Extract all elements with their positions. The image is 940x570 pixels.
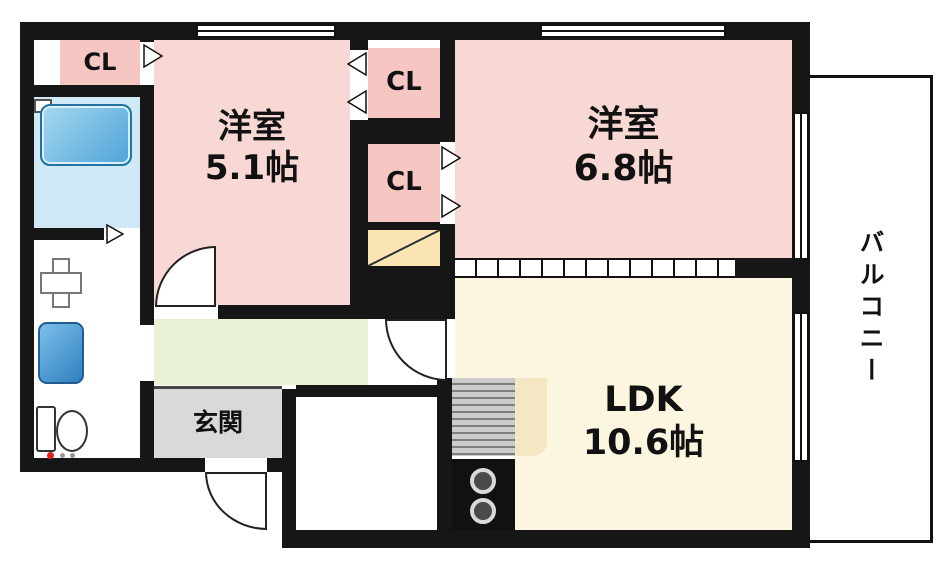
wall (282, 530, 810, 548)
room-name: 洋室 (218, 106, 286, 147)
door-arc (205, 472, 267, 530)
door-swing-arrow-icon (347, 52, 367, 76)
wall (368, 222, 440, 230)
wall (792, 22, 810, 548)
wall-opening (140, 325, 154, 381)
shoe-cabinet-diagonal (367, 229, 441, 267)
closet-top-left-label: CL (60, 40, 140, 85)
door-swing-arrow-icon (441, 194, 461, 218)
kitchen-worktop (515, 378, 547, 456)
shoe-cabinet (367, 229, 441, 267)
room-name: LDK (604, 380, 683, 421)
washing-machine-icon (38, 322, 84, 384)
wall (735, 258, 792, 278)
window (793, 112, 809, 260)
bedroom-2 (455, 40, 792, 258)
kitchen-counter (452, 378, 515, 456)
closet-upper (368, 48, 440, 118)
closet-lower (368, 144, 440, 222)
balcony-label: バルコニー (856, 229, 885, 389)
door-swing-arrow-icon (106, 224, 124, 244)
door-swing-arrow-icon (143, 44, 163, 68)
closet-label-text: CL (83, 47, 117, 76)
window (196, 24, 336, 38)
toilet-dot (47, 452, 54, 459)
wall-opening (205, 458, 267, 472)
toilet-icon (36, 406, 56, 452)
sink-icon (40, 272, 82, 294)
wall-opening (154, 305, 218, 319)
door-arc (385, 319, 447, 381)
wall (20, 22, 34, 472)
wall (140, 40, 154, 472)
closet-top-left (60, 40, 140, 85)
wall (296, 385, 452, 397)
balcony: バルコニー (810, 75, 933, 543)
window (793, 312, 809, 462)
closet-label-text: CL (386, 67, 422, 98)
door-swing-arrow-icon (347, 90, 367, 114)
door-swing-arrow-icon (441, 146, 461, 170)
closet-upper-label: CL (368, 48, 440, 118)
room-size: 10.6帖 (582, 423, 705, 463)
stove-burner-icon (470, 498, 496, 524)
stove-burner-icon (470, 468, 496, 494)
closet-lower-label: CL (368, 144, 440, 222)
toilet-dot (70, 453, 75, 458)
window (540, 24, 726, 38)
bathtub-icon (40, 104, 132, 166)
toilet-dot (60, 453, 65, 458)
hallway (154, 319, 368, 385)
room-name: 洋室 (587, 104, 660, 146)
closet-label-text: CL (386, 167, 422, 198)
entrance-label: 玄関 (154, 389, 282, 458)
room-size: 6.8帖 (573, 148, 674, 189)
sliding-door (455, 258, 735, 278)
bedroom-2-label: 洋室 6.8帖 (455, 96, 792, 198)
toilet-icon (56, 410, 88, 452)
wall (32, 85, 140, 97)
wall (368, 266, 440, 319)
room-size: 5.1帖 (204, 148, 300, 188)
wall (368, 118, 440, 144)
ldk-label: LDK 10.6帖 (495, 372, 792, 472)
wall (437, 378, 455, 530)
entrance-step-line (154, 386, 282, 389)
entrance-hall (154, 389, 282, 458)
wall (282, 389, 296, 530)
entrance-label-text: 玄関 (192, 408, 243, 438)
bedroom-1-label: 洋室 5.1帖 (154, 98, 350, 198)
